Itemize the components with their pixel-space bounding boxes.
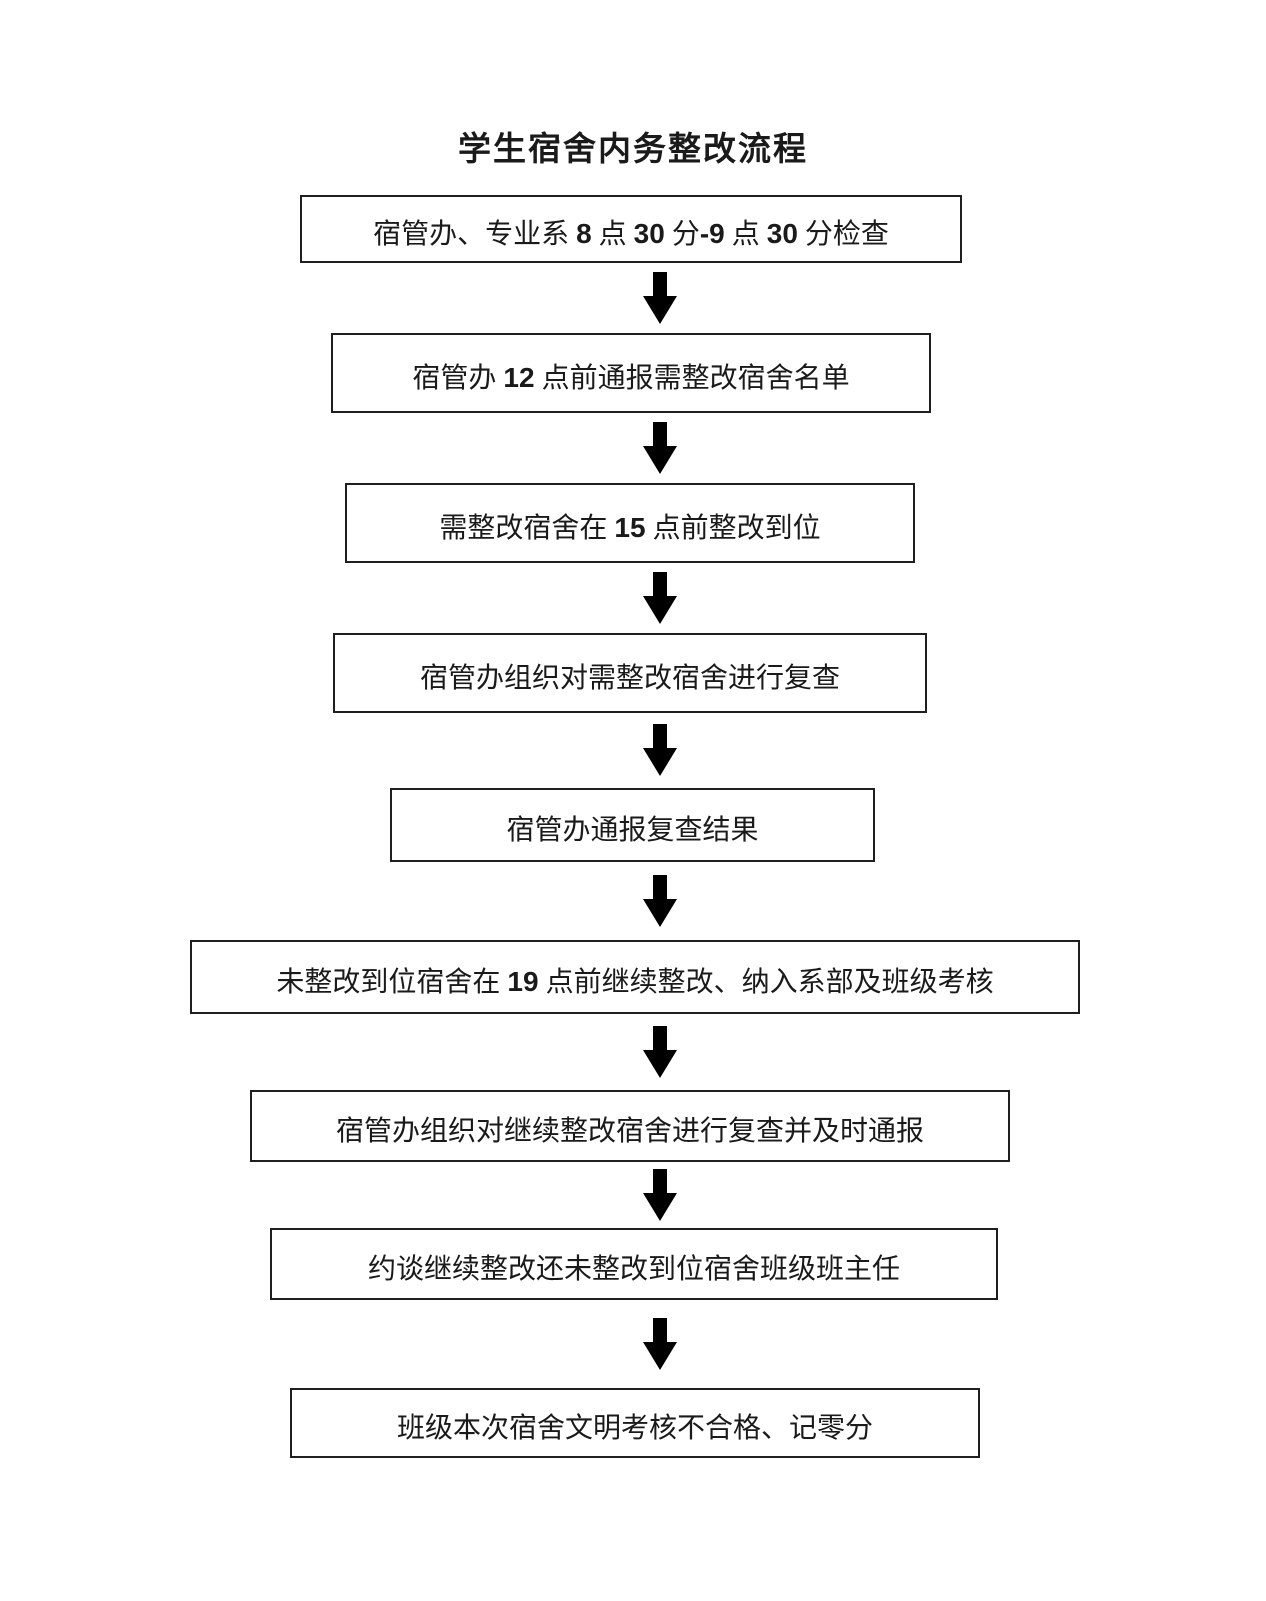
down-arrow-icon <box>642 724 678 776</box>
flow-step-recheck-and-notify: 宿管办组织对继续整改宿舍进行复查并及时通报 <box>250 1090 1010 1162</box>
step-label: 宿管办、专业系 8 点 30 分-9 点 30 分检查 <box>373 218 889 250</box>
step-label: 约谈继续整改还未整改到位宿舍班级班主任 <box>367 1254 900 1285</box>
step-label: 未整改到位宿舍在 19 点前继续整改、纳入系部及班级考核 <box>276 966 994 998</box>
step-label: 宿管办组织对继续整改宿舍进行复查并及时通报 <box>335 1116 924 1147</box>
flow-step-recheck: 宿管办组织对需整改宿舍进行复查 <box>333 633 927 713</box>
flow-step-announce-results: 宿管办通报复查结果 <box>390 788 875 862</box>
flow-step-zero-score: 班级本次宿舍文明考核不合格、记零分 <box>290 1388 980 1458</box>
down-arrow-icon <box>642 1026 678 1078</box>
down-arrow-icon <box>642 875 678 927</box>
flowchart-title: 学生宿舍内务整改流程 <box>458 130 808 167</box>
down-arrow-icon <box>642 272 678 324</box>
step-label: 宿管办通报复查结果 <box>506 815 759 846</box>
down-arrow-icon <box>642 1169 678 1221</box>
step-label: 班级本次宿舍文明考核不合格、记零分 <box>396 1413 873 1444</box>
flow-step-interview-teacher: 约谈继续整改还未整改到位宿舍班级班主任 <box>270 1228 998 1300</box>
step-label: 宿管办组织对需整改宿舍进行复查 <box>419 663 840 694</box>
flow-step-continue-rectify: 未整改到位宿舍在 19 点前继续整改、纳入系部及班级考核 <box>190 940 1080 1014</box>
step-label: 宿管办 12 点前通报需整改宿舍名单 <box>412 362 850 394</box>
flow-step-notify-list: 宿管办 12 点前通报需整改宿舍名单 <box>331 333 931 413</box>
down-arrow-icon <box>642 422 678 474</box>
step-label: 需整改宿舍在 15 点前整改到位 <box>439 512 821 544</box>
flow-step-rectify-by-15: 需整改宿舍在 15 点前整改到位 <box>345 483 915 563</box>
down-arrow-icon <box>642 572 678 624</box>
flow-step-inspection: 宿管办、专业系 8 点 30 分-9 点 30 分检查 <box>300 195 962 263</box>
down-arrow-icon <box>642 1318 678 1370</box>
